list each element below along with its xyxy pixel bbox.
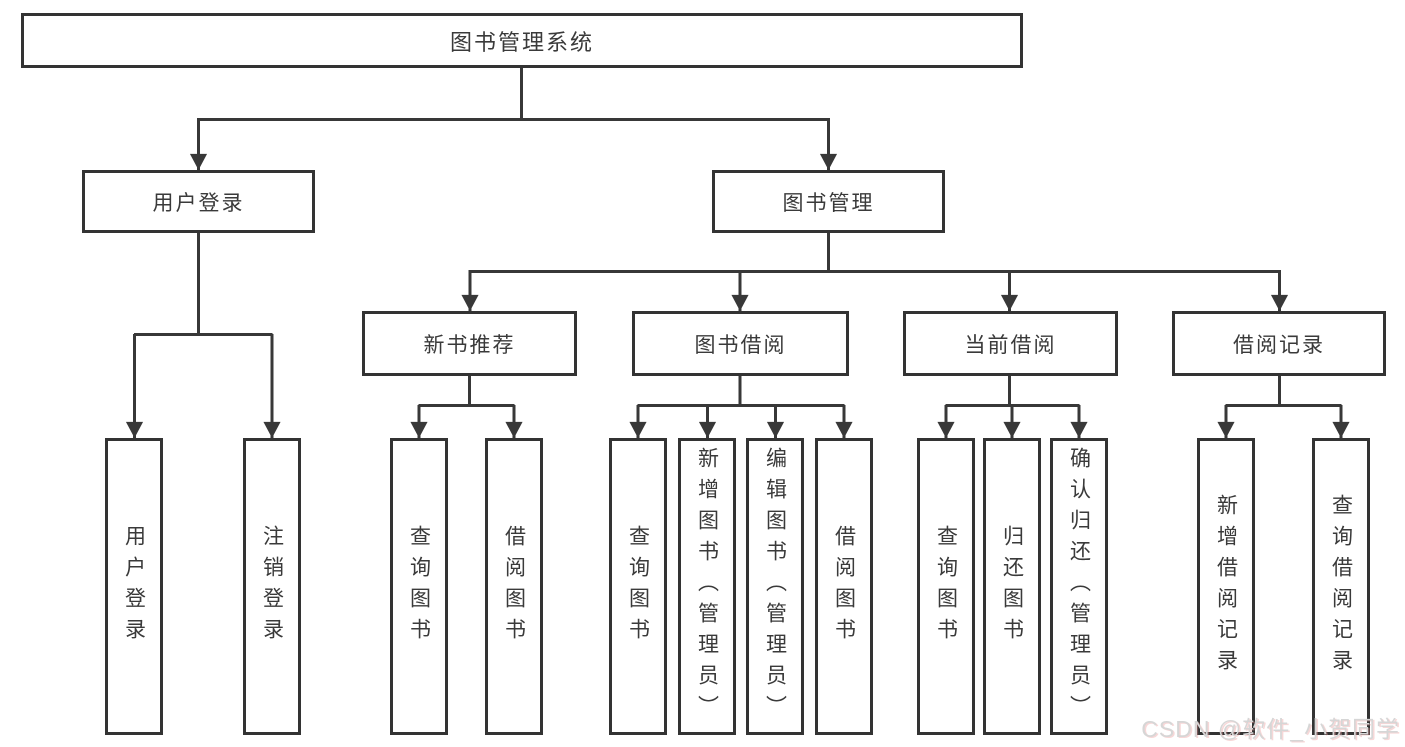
leaf-query-books-recommend-label: 查询图书 — [407, 524, 431, 649]
leaf-query-borrow-record: 查询借阅记录 — [1312, 438, 1370, 735]
node-user-login-label: 用户登录 — [152, 191, 245, 215]
leaf-logout: 注销登录 — [243, 438, 301, 735]
leaf-logout-label: 注销登录 — [260, 524, 284, 649]
leaf-query-borrow-record-label: 查询借阅记录 — [1329, 493, 1353, 680]
leaf-add-borrow-record: 新增借阅记录 — [1197, 438, 1255, 735]
node-book-management: 图书管理 — [712, 170, 945, 233]
leaf-return-books-label: 归还图书 — [1000, 524, 1024, 649]
leaf-query-books-borrow: 查询图书 — [609, 438, 667, 735]
leaf-borrow-books-recommend-label: 借阅图书 — [502, 524, 526, 649]
node-root: 图书管理系统 — [21, 13, 1023, 68]
node-borrow-records: 借阅记录 — [1172, 311, 1386, 376]
csdn-watermark: CSDN @软件_小贺同学 — [1141, 716, 1400, 742]
node-new-book-recommend-label: 新书推荐 — [423, 333, 516, 357]
leaf-borrow-books-recommend: 借阅图书 — [485, 438, 543, 735]
node-borrow-records-label: 借阅记录 — [1233, 333, 1325, 357]
node-book-management-label: 图书管理 — [782, 191, 875, 215]
node-current-borrow: 当前借阅 — [903, 311, 1118, 376]
leaf-query-books-current-label: 查询图书 — [934, 524, 958, 649]
leaf-user-login-label: 用户登录 — [122, 524, 146, 649]
node-book-borrow-label: 图书借阅 — [694, 333, 787, 357]
node-book-borrow: 图书借阅 — [632, 311, 849, 376]
leaf-borrow-books: 借阅图书 — [815, 438, 873, 735]
node-current-borrow-label: 当前借阅 — [964, 333, 1057, 357]
leaf-user-login: 用户登录 — [105, 438, 163, 735]
node-new-book-recommend: 新书推荐 — [362, 311, 577, 376]
leaf-query-books-borrow-label: 查询图书 — [626, 524, 650, 649]
leaf-edit-books-admin: 编辑图书（管理员） — [746, 438, 804, 735]
leaf-edit-books-admin-label: 编辑图书（管理员） — [763, 447, 787, 726]
node-root-label: 图书管理系统 — [449, 29, 594, 55]
leaf-query-books-current: 查询图书 — [917, 438, 975, 735]
leaf-query-books-recommend: 查询图书 — [390, 438, 448, 735]
leaf-add-books-admin: 新增图书（管理员） — [678, 438, 736, 735]
leaf-confirm-return-admin-label: 确认归还（管理员） — [1067, 447, 1091, 726]
leaf-add-borrow-record-label: 新增借阅记录 — [1214, 493, 1238, 680]
node-user-login: 用户登录 — [82, 170, 315, 233]
leaf-add-books-admin-label: 新增图书（管理员） — [695, 447, 719, 726]
leaf-return-books: 归还图书 — [983, 438, 1041, 735]
leaf-borrow-books-label: 借阅图书 — [832, 524, 856, 649]
leaf-confirm-return-admin: 确认归还（管理员） — [1050, 438, 1108, 735]
